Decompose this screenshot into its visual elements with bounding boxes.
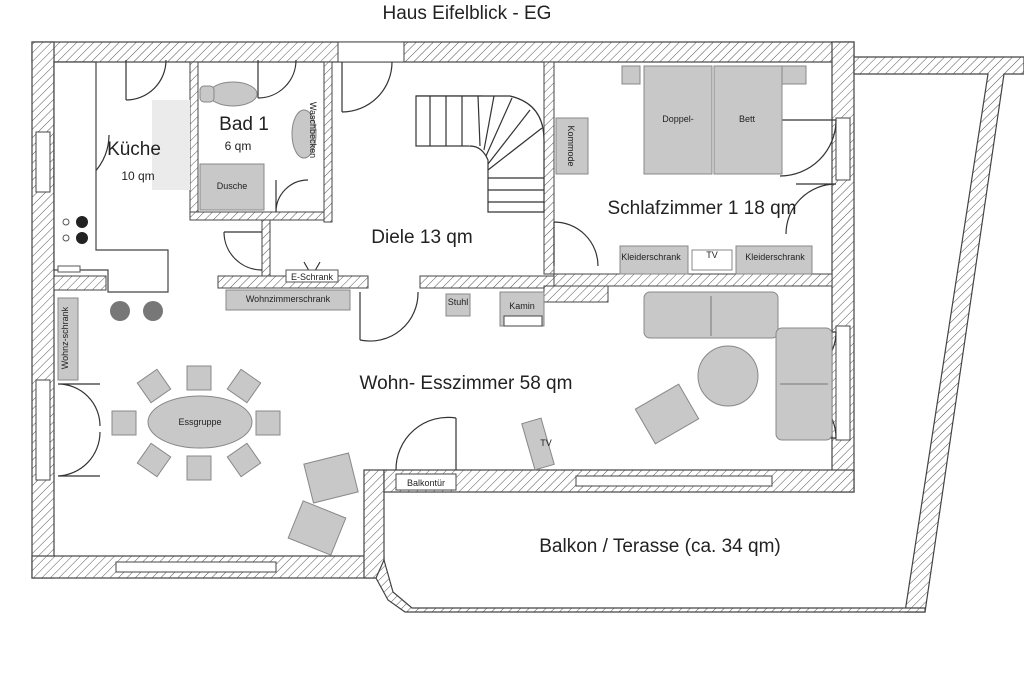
kitchen-name: Küche bbox=[107, 139, 161, 160]
wardrobe-right bbox=[735, 245, 813, 275]
kamin-label: Kamin bbox=[509, 301, 535, 311]
hall-label: Diele 13 qm bbox=[371, 227, 472, 248]
chair-stuhl bbox=[445, 293, 471, 317]
tv-stand-bedroom bbox=[691, 249, 733, 271]
stuhl-label: Stuhl bbox=[448, 297, 469, 307]
wall-openings bbox=[35, 41, 851, 573]
bed-left bbox=[643, 65, 713, 175]
armchair-1 bbox=[634, 383, 700, 445]
plan-title: Haus Eifelblick - EG bbox=[383, 3, 552, 24]
armchair-2 bbox=[303, 452, 359, 504]
bath-name: Bad 1 bbox=[219, 114, 269, 135]
wall-cabinet bbox=[57, 297, 79, 381]
tv-living bbox=[521, 417, 555, 471]
bath-area: 6 qm bbox=[225, 139, 252, 153]
kitchen-area: 10 qm bbox=[121, 169, 154, 183]
living-cabinet-label: Wohnzimmerschrank bbox=[246, 294, 331, 304]
furniture bbox=[53, 61, 833, 556]
bed-right bbox=[713, 65, 783, 175]
kommode-label: Kommode bbox=[566, 125, 576, 166]
kommode bbox=[555, 117, 589, 175]
living-label: Wohn- Esszimmer 58 qm bbox=[360, 373, 573, 394]
eschrank-label: E-Schrank bbox=[291, 272, 334, 282]
dining-chair bbox=[136, 368, 172, 404]
bed-right-label: Bett bbox=[739, 114, 756, 124]
dining-table bbox=[147, 395, 253, 449]
bed-left-label: Doppel- bbox=[662, 114, 694, 124]
balcony-label: Balkon / Terasse (ca. 34 qm) bbox=[539, 536, 780, 557]
toilet bbox=[208, 81, 258, 107]
shower bbox=[199, 163, 265, 211]
wardrobe-left-label: Kleiderschrank bbox=[621, 252, 681, 262]
washbasin-label: Waschbecken bbox=[308, 102, 318, 158]
bar-stool-left bbox=[110, 301, 130, 321]
dining-chair bbox=[111, 410, 137, 436]
dining-chair bbox=[186, 455, 212, 481]
dining-chair bbox=[136, 442, 172, 478]
dining-label: Essgruppe bbox=[178, 417, 221, 427]
balcony-door-box bbox=[395, 473, 457, 491]
staircase bbox=[415, 95, 545, 213]
tv-bedroom-label: TV bbox=[706, 250, 718, 260]
dining-chair bbox=[255, 410, 281, 436]
dining-chair bbox=[226, 442, 262, 478]
wardrobe-right-label: Kleiderschrank bbox=[745, 252, 805, 262]
bedroom-label: Schlafzimmer 1 18 qm bbox=[607, 198, 796, 219]
tv-living-label: TV bbox=[540, 438, 552, 448]
balcony-door-label: Balkontür bbox=[407, 478, 445, 488]
shower-label: Dusche bbox=[217, 181, 248, 191]
wardrobe-left bbox=[619, 245, 689, 275]
dining-chair bbox=[226, 368, 262, 404]
coffee-table bbox=[697, 345, 759, 407]
living-cabinet bbox=[225, 289, 351, 311]
dining-chair bbox=[186, 365, 212, 391]
eschrank-box bbox=[285, 269, 339, 283]
washbasin bbox=[291, 109, 317, 159]
bar-stool-right bbox=[143, 301, 163, 321]
wall-cabinet-label: Wohnz-schrank bbox=[60, 306, 70, 369]
armchair-3 bbox=[287, 500, 347, 556]
